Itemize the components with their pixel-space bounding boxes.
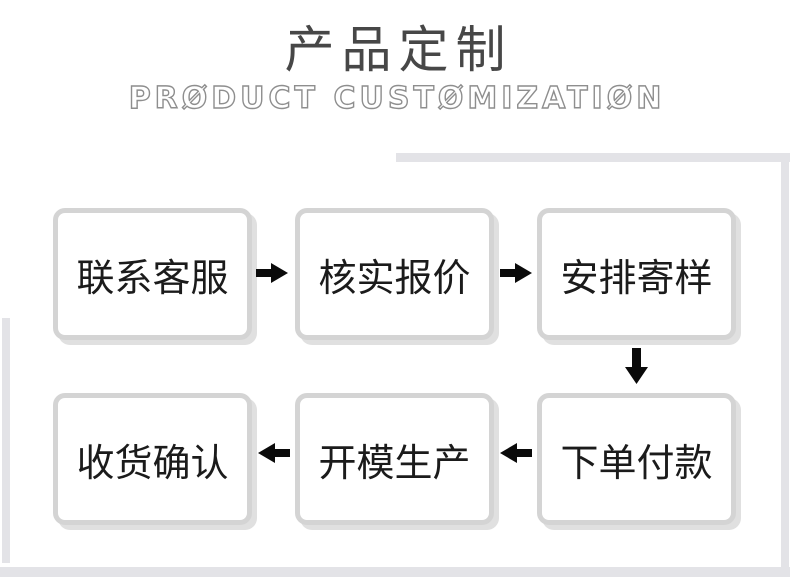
arrow-down-icon: [625, 348, 648, 384]
arrow-left-icon: [500, 443, 532, 463]
flow-step-verify-quote: 核实报价: [295, 208, 494, 340]
flow-step-label: 安排寄样: [560, 257, 713, 300]
arrow-right-icon: [256, 263, 288, 283]
arrow-left-icon: [258, 443, 290, 463]
flow-step-label: 下单付款: [560, 442, 713, 485]
frame-bottom-band: [0, 567, 790, 577]
frame-top-right-horizontal-line: [396, 153, 790, 162]
page-subtitle: PRØDUCT CUSTØMIZATIØN: [128, 81, 666, 116]
frame-right-vertical-line: [781, 153, 789, 567]
frame-left-vertical-line: [2, 318, 10, 563]
flow-step-mold-production: 开模生产: [295, 393, 494, 525]
flow-step-label: 核实报价: [318, 257, 471, 300]
page-title: 产品定制: [284, 22, 513, 78]
flow-step-receipt-confirm: 收货确认: [53, 393, 252, 525]
flow-step-contact-service: 联系客服: [53, 208, 252, 340]
flow-step-label: 联系客服: [76, 257, 229, 300]
arrow-right-icon: [500, 263, 532, 283]
flow-step-label: 开模生产: [318, 442, 471, 485]
flow-step-order-payment: 下单付款: [537, 393, 736, 525]
flow-step-arrange-sample: 安排寄样: [537, 208, 736, 340]
flow-step-label: 收货确认: [76, 442, 229, 485]
